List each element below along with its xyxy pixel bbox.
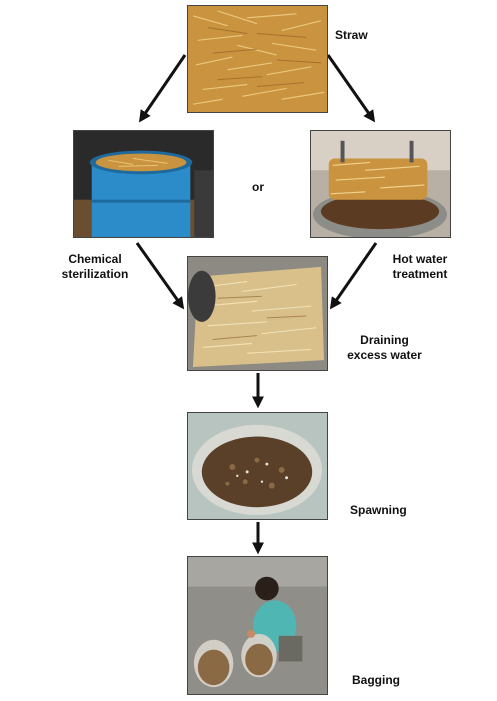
draining-label: Draining excess water bbox=[332, 333, 437, 363]
arrow-straw-to-hotwater bbox=[326, 54, 376, 123]
hotwater-label-line1: Hot water bbox=[392, 252, 448, 266]
bagging-photo bbox=[187, 556, 328, 695]
arrow-straw-to-chemical bbox=[138, 54, 187, 123]
hot-water-photo bbox=[310, 130, 451, 238]
hotwater-label-line2: treatment bbox=[392, 267, 448, 281]
hot-water-treatment-label: Hot water treatment bbox=[370, 252, 470, 282]
straw-photo bbox=[187, 5, 328, 113]
bagging-label: Bagging bbox=[352, 673, 400, 687]
draining-label-line2: excess water bbox=[347, 348, 422, 362]
spawning-label: Spawning bbox=[350, 503, 407, 517]
or-label: or bbox=[252, 180, 264, 194]
chemical-label-line1: Chemical bbox=[68, 252, 122, 266]
straw-label: Straw bbox=[335, 28, 368, 42]
draining-label-line1: Draining bbox=[360, 333, 409, 347]
draining-photo bbox=[187, 256, 328, 371]
chemical-barrel-photo bbox=[73, 130, 214, 238]
spawning-photo bbox=[187, 412, 328, 520]
chemical-label-line2: sterilization bbox=[61, 267, 129, 281]
chemical-sterilization-label: Chemical sterilization bbox=[40, 252, 150, 282]
